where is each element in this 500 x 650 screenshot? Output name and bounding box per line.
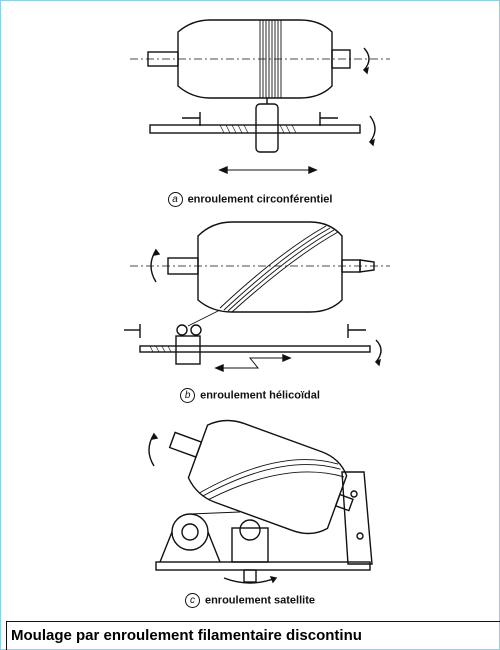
fiber-carriage bbox=[175, 335, 201, 365]
panel-marker-b: b bbox=[180, 388, 196, 403]
caption-helical: b enroulement hélicoïdal bbox=[0, 388, 500, 403]
panel-marker-a: a bbox=[167, 192, 183, 207]
rotation-arrow bbox=[363, 47, 370, 71]
caption-circumferential: a enroulement circonférentiel bbox=[0, 192, 500, 207]
satellite-arm bbox=[341, 471, 373, 565]
feed-screw bbox=[149, 124, 361, 134]
support-housing bbox=[231, 527, 269, 563]
caption-text-a: enroulement circonférentiel bbox=[187, 193, 333, 206]
pressure-vessel bbox=[168, 419, 354, 535]
satellite-winding-drawing bbox=[120, 412, 400, 587]
fiber-spool bbox=[171, 513, 209, 551]
circumferential-winding-drawing bbox=[120, 12, 400, 182]
pressure-vessel bbox=[177, 19, 333, 99]
fiber-carriage bbox=[255, 103, 279, 153]
figure-title: Moulage par enroulement filamentaire dis… bbox=[6, 621, 500, 650]
panel-marker-c: c bbox=[184, 593, 200, 608]
caption-text-c: enroulement satellite bbox=[204, 594, 316, 607]
pressure-vessel bbox=[197, 221, 343, 313]
feed-screw bbox=[139, 345, 371, 353]
base-plate bbox=[155, 561, 371, 571]
helical-winding-drawing bbox=[120, 212, 400, 382]
caption-text-b: enroulement hélicoïdal bbox=[200, 389, 320, 402]
caption-satellite: c enroulement satellite bbox=[0, 593, 500, 608]
